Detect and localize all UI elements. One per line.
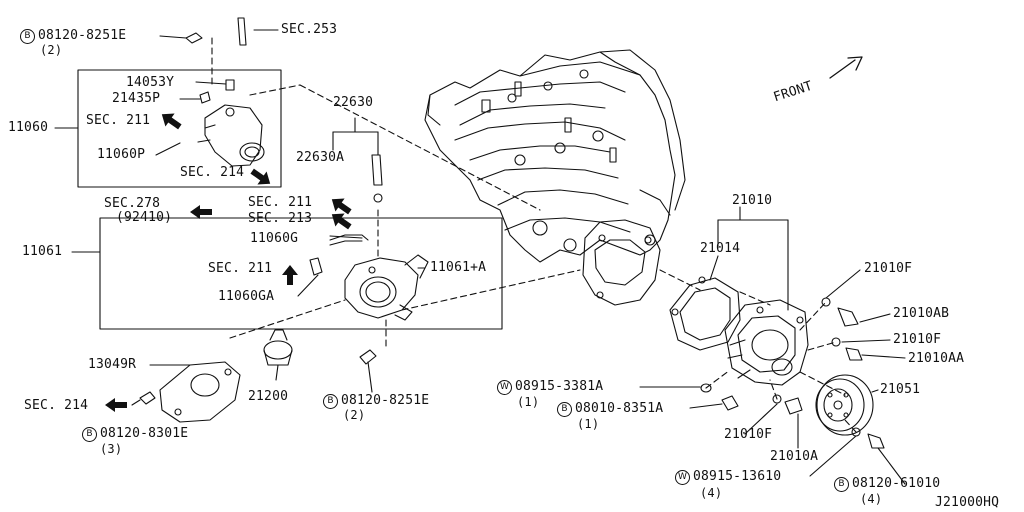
label-sec211-c: SEC. 211 <box>208 261 273 276</box>
label-21010AB: 21010AB <box>893 306 950 321</box>
label-11061A: 11061+A <box>430 260 487 275</box>
label-21010A: 21010A <box>770 449 819 464</box>
label-21010: 21010 <box>732 193 773 208</box>
bolt-symbol-icon: B <box>20 29 35 44</box>
engine-block <box>424 49 686 263</box>
label-11060: 11060 <box>8 120 49 135</box>
label-92410: (92410) <box>116 210 173 225</box>
label-08120-8251E-bot: 08120-8251E <box>341 393 430 408</box>
label-21010F-b: 21010F <box>893 332 942 347</box>
label-21010F-a: 21010F <box>864 261 913 276</box>
block-gasket <box>582 219 661 306</box>
label-08120-8301E: 08120-8301E <box>100 426 189 441</box>
label-11061: 11061 <box>22 244 63 259</box>
thermostat-housing-11061 <box>344 254 429 321</box>
label-sec278: SEC.278 <box>104 196 161 211</box>
small-parts <box>139 17 885 449</box>
washer-symbol-icon: W <box>497 380 512 395</box>
label-08915-13610: 08915-13610 <box>693 469 782 484</box>
label-08120-61010: 08120-61010 <box>852 476 941 491</box>
label-21200: 21200 <box>248 389 289 404</box>
label-11060G: 11060G <box>250 231 299 246</box>
label-sec211-a: SEC. 211 <box>86 113 151 128</box>
qty-3: (3) <box>100 442 123 456</box>
qty-2-top: (2) <box>40 43 63 57</box>
thermostat-housing-11060 <box>197 79 265 167</box>
water-inlet <box>159 361 241 423</box>
qty-4-b: (4) <box>860 492 883 506</box>
label-21051: 21051 <box>880 382 921 397</box>
qty-1-b: (1) <box>577 417 600 431</box>
label-21435P: 21435P <box>112 91 161 106</box>
diagram-code: J21000HQ <box>935 495 1000 510</box>
washer-symbol-icon: W <box>675 470 690 485</box>
label-21010F-c: 21010F <box>724 427 773 442</box>
water-pump <box>724 299 809 386</box>
qty-2-bot: (2) <box>343 408 366 422</box>
label-08120-8251E-top: 08120-8251E <box>38 28 127 43</box>
label-sec211-b: SEC. 211 <box>248 195 313 210</box>
label-11060P: 11060P <box>97 147 146 162</box>
label-11060GA: 11060GA <box>218 289 275 304</box>
bolt-symbol-icon: B <box>834 477 849 492</box>
label-21014: 21014 <box>700 241 741 256</box>
thermostat <box>263 329 293 366</box>
group-box-11061 <box>99 217 503 330</box>
dashed-lines <box>211 37 857 433</box>
bolt-symbol-icon: B <box>323 394 338 409</box>
pump-pulley <box>815 374 874 436</box>
label-sec213: SEC. 213 <box>248 211 313 226</box>
label-sec214-b: SEC. 214 <box>24 398 89 413</box>
label-22630A: 22630A <box>296 150 345 165</box>
bolt-symbol-icon: B <box>82 427 97 442</box>
label-22630: 22630 <box>333 95 374 110</box>
label-08915-3381A: 08915-3381A <box>515 379 604 394</box>
label-sec214-a: SEC. 214 <box>180 165 245 180</box>
label-14053Y: 14053Y <box>126 75 175 90</box>
qty-1-a: (1) <box>517 395 540 409</box>
label-21010AA: 21010AA <box>908 351 965 366</box>
front-arrow-icon <box>829 56 863 79</box>
label-13049R: 13049R <box>88 357 137 372</box>
label-08010-8351A: 08010-8351A <box>575 401 664 416</box>
bolt-symbol-icon: B <box>557 402 572 417</box>
label-sec253: SEC.253 <box>281 22 338 37</box>
qty-4-a: (4) <box>700 486 723 500</box>
pump-gasket <box>669 276 741 351</box>
leader-lines <box>131 29 906 485</box>
direction-arrows <box>105 113 352 412</box>
